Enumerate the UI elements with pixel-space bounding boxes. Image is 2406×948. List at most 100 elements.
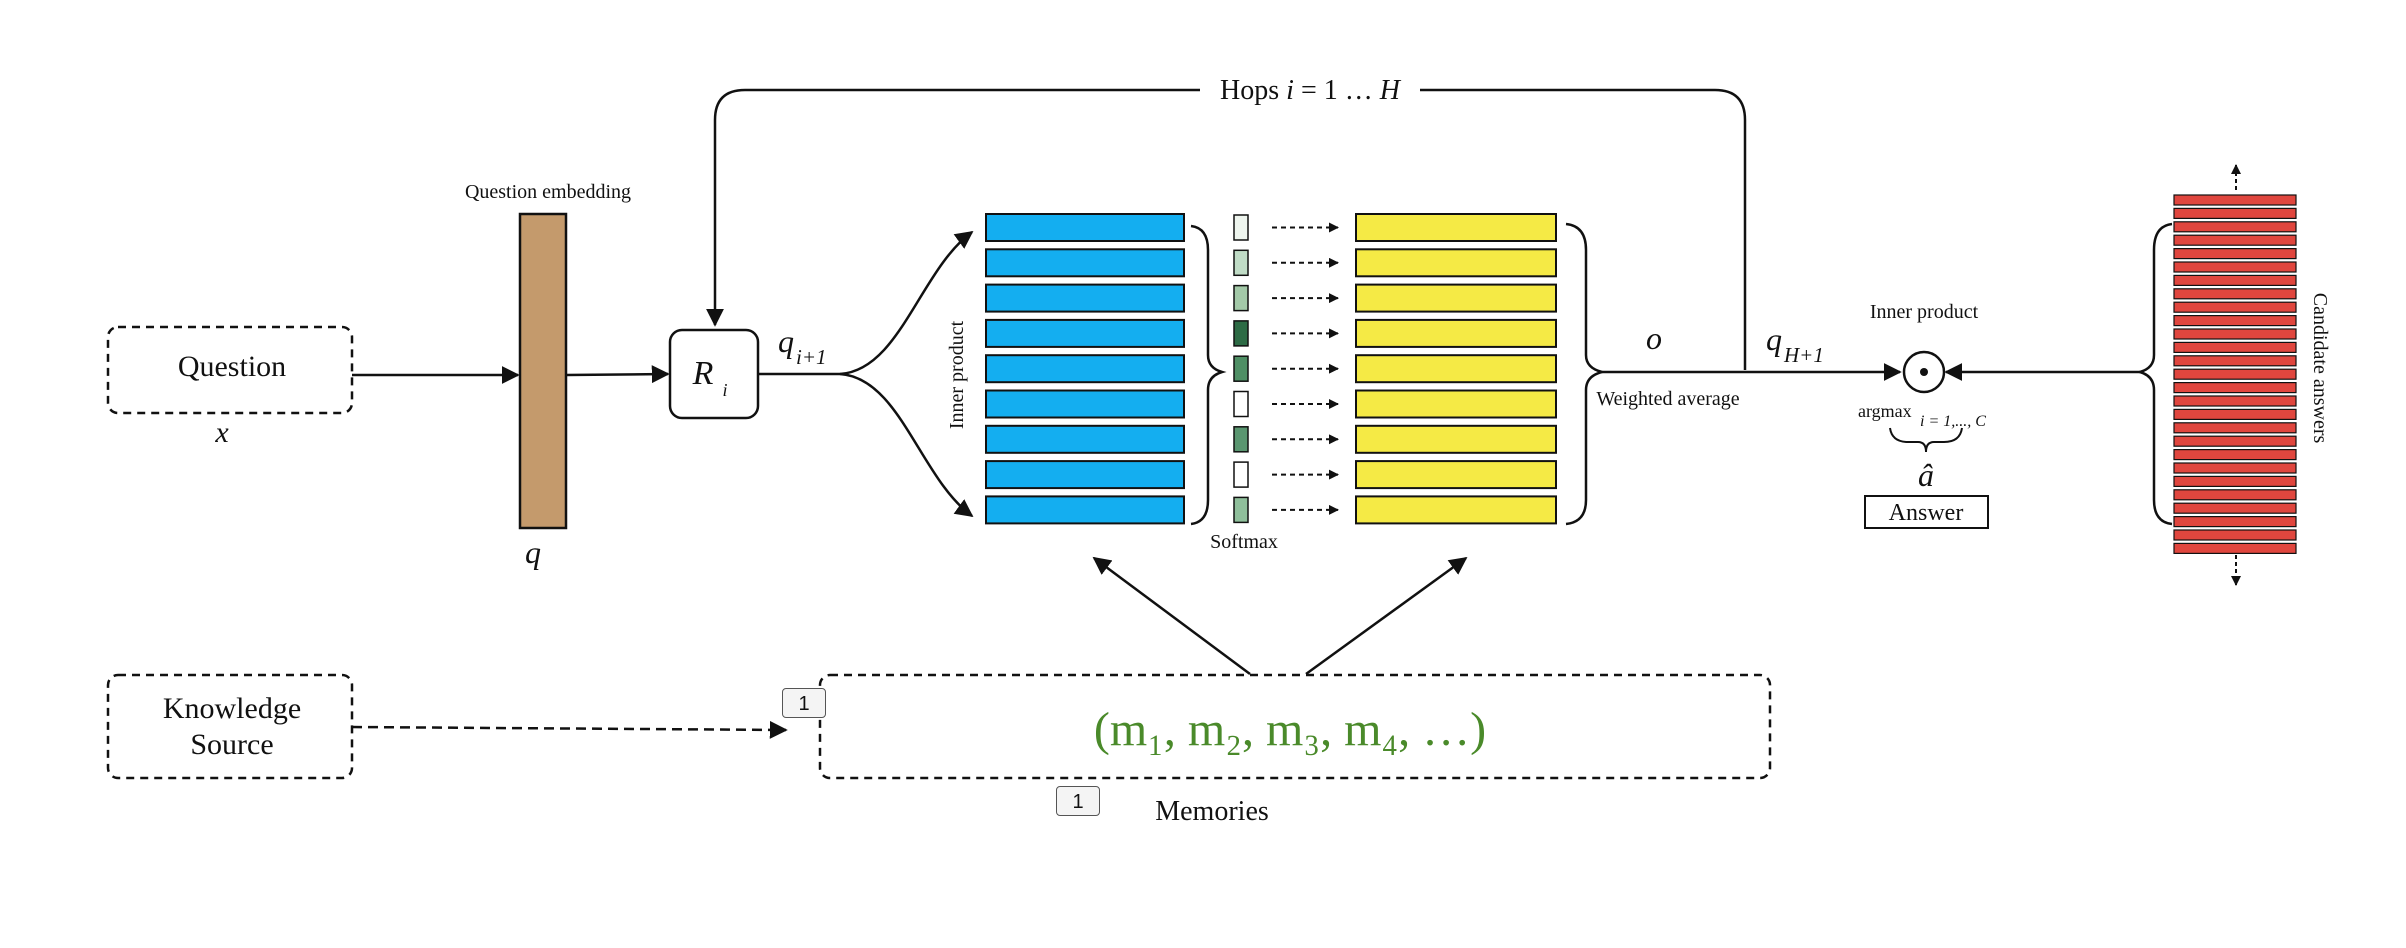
answer-box [1864,495,1989,529]
q-h-plus-1-label: q [1766,321,1782,357]
candidate-answer-row [2173,382,2297,394]
weighted-average-label: Weighted average [1596,388,1739,410]
input-memory-brace [1190,224,1227,526]
question-box [106,325,354,415]
candidate-answer-row [2173,489,2297,501]
candidate-answer-row [2173,221,2297,233]
a-hat-label: â [1918,457,1934,493]
candidate-answer-row [2173,475,2297,487]
softmax-weight-cell [1233,426,1249,453]
question-label: Question [178,350,286,383]
input-memory-row [985,283,1185,313]
input-memory-row [985,213,1185,242]
r-i-subscript: i [722,380,727,400]
hops-label: Hops i = 1 … H [1220,75,1402,106]
input-memory-rows [985,213,1185,525]
candidate-answer-row [2173,368,2297,380]
inner-product-curve-down [839,372,974,518]
candidate-brace [2135,222,2173,526]
candidate-answer-row [2173,261,2297,273]
softmax-weights [1233,214,1249,524]
candidate-answer-row [2173,328,2297,340]
candidate-answer-row [2173,502,2297,514]
q-i-plus-1-label: q [778,323,794,359]
candidate-answer-row [2173,529,2297,541]
softmax-weight-cell [1233,249,1249,277]
candidate-answer-row [2173,395,2297,407]
candidate-answer-row [2173,315,2297,327]
softmax-weight-cell [1233,214,1249,241]
r-i-box [668,328,760,420]
candidate-answer-rows [2173,194,2297,555]
output-memory-brace [1565,222,1603,526]
softmax-weight-cell [1233,320,1249,347]
q-label: q [525,534,541,570]
candidate-answer-row [2173,462,2297,474]
memories-to-output-arrow [1305,556,1468,676]
x-label: x [214,416,229,449]
input-memory-row [985,354,1185,384]
output-memory-row [1355,424,1557,454]
candidate-answer-row [2173,248,2297,260]
input-memory-row [985,460,1185,490]
candidate-answer-row [2173,408,2297,420]
input-memory-row [985,248,1185,278]
output-memory-rows [1355,213,1557,525]
input-memory-row [985,389,1185,419]
output-memory-row [1355,389,1557,419]
knowledge-source-box [106,673,354,780]
memories-label: Memories [1155,796,1269,827]
input-memory-row [985,318,1185,348]
answer-label: Answer [1889,500,1964,526]
inner-product-curve-up [839,230,974,376]
argmax-subscript: i = 1,..., C [1920,413,1986,430]
argmax-brace [1889,427,1963,453]
inner-product-dot [1920,368,1928,376]
candidate-answer-row [2173,274,2297,286]
question-embedding-bar [518,212,568,530]
candidate-answer-row [2173,194,2297,206]
candidate-answer-row [2173,301,2297,313]
softmax-weight-cell [1233,284,1249,312]
inner-product-label: Inner product [1870,301,1979,323]
knowledge-to-memories-arrow [351,720,788,739]
output-memory-row [1355,495,1557,525]
weight-arrows [1272,222,1339,515]
output-memory-row [1355,283,1557,313]
candidate-answer-row [2173,515,2297,528]
o-label: o [1646,320,1662,356]
candidate-answer-row [2173,207,2297,219]
candidate-answer-row [2173,288,2297,300]
embedding-to-r-arrow [565,365,670,384]
output-memory-row [1355,213,1557,242]
memories-box [818,673,1772,780]
question-embedding-label: Question embedding [465,181,631,203]
input-memory-row [985,424,1185,454]
softmax-weight-cell [1233,461,1249,488]
output-memory-row [1355,318,1557,348]
inner-product-vertical-label: Inner product [946,320,968,429]
softmax-weight-cell [1233,355,1249,382]
candidate-answer-row [2173,422,2297,434]
candidate-answer-row [2173,435,2297,447]
badge-knowledge[interactable]: 1 [782,688,826,718]
output-memory-row [1355,354,1557,384]
output-memory-row [1355,460,1557,490]
candidate-answer-row [2173,542,2297,555]
candidate-answer-row [2173,234,2297,246]
badge-memories[interactable]: 1 [1056,786,1100,816]
memories-formula: (m₁, m₂, m₃, m₄, …) [1094,703,1486,756]
softmax-label: Softmax [1210,531,1278,553]
candidate-answer-row [2173,341,2297,353]
input-memory-row [985,495,1185,525]
r-i-label: R [692,355,714,392]
softmax-weight-cell [1233,390,1249,418]
knowledge-source-label-line2: Source [190,728,273,761]
knowledge-source-label-line1: Knowledge [163,692,301,725]
candidate-answer-row [2173,449,2297,461]
argmax-label: argmax [1858,401,1912,421]
candidate-answers-label: Candidate answers [2309,293,2331,444]
q-h-plus-1-subscript: H+1 [1783,343,1824,367]
output-memory-row [1355,248,1557,278]
